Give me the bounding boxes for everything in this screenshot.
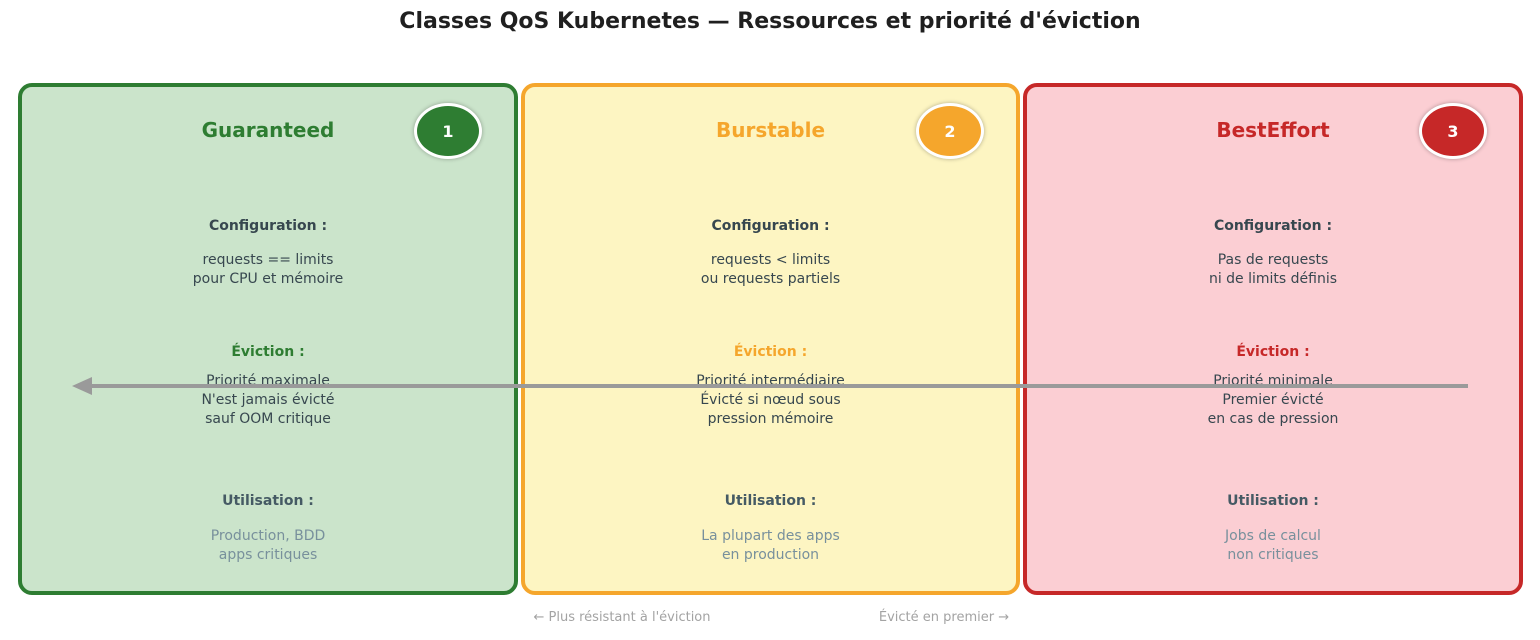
card-guaranteed-title: Guaranteed [201,118,335,142]
utilisation-line: non critiques [1227,547,1319,563]
eviction-line: en cas de pression [1207,411,1339,427]
eviction-line: Priorité intermédiaire [696,373,845,389]
utilisation-line: La plupart des apps [701,528,840,544]
utilisation-label: Utilisation : [1227,493,1319,509]
configuration-line: requests == limits [202,252,334,268]
card-besteffort-title: BestEffort [1216,118,1330,142]
utilisation-line: apps critiques [218,547,318,563]
utilisation-text: Jobs de calcul non critiques [1027,527,1519,565]
eviction-text: Priorité maximale N'est jamais évicté sa… [22,372,514,429]
priority-badge-1: 1 [414,103,482,159]
eviction-line: Priorité minimale [1213,373,1333,389]
configuration-line: ou requests partiels [700,271,841,287]
page-title: Classes QoS Kubernetes — Ressources et p… [399,9,1141,34]
eviction-line: Premier évicté [1222,392,1324,408]
configuration-line: ni de limits définis [1208,271,1338,287]
utilisation-text: Production, BDD apps critiques [22,527,514,565]
card-burstable: Burstable 2 Configuration : requests < l… [521,83,1020,595]
utilisation-line: Jobs de calcul [1225,528,1321,544]
arrow-left-icon [72,377,92,395]
configuration-label: Configuration : [711,218,830,234]
configuration-text: requests < limits ou requests partiels [525,251,1016,289]
eviction-priority-arrow-line [88,384,1468,388]
utilisation-label: Utilisation : [222,493,314,509]
eviction-label: Éviction : [1236,344,1310,360]
eviction-line: N'est jamais évicté [201,392,335,408]
eviction-label: Éviction : [733,344,808,360]
card-guaranteed: Guaranteed 1 Configuration : requests ==… [18,83,518,595]
eviction-line: Priorité maximale [206,373,330,389]
eviction-text: Priorité intermédiaire Évicté si nœud so… [525,372,1016,429]
configuration-label: Configuration : [208,218,328,234]
utilisation-line: en production [721,547,820,563]
utilisation-text: La plupart des apps en production [525,527,1016,565]
eviction-text: Priorité minimale Premier évicté en cas … [1027,372,1519,429]
eviction-line: Évicté si nœud sous [700,392,841,408]
configuration-line: requests < limits [710,252,831,268]
caption-resistant-eviction: ← Plus résistant à l'éviction [533,610,711,625]
eviction-label: Éviction : [231,344,305,360]
caption-evicted-first: Évicté en premier → [878,610,1010,625]
configuration-line: Pas de requests [1217,252,1329,268]
priority-badge-3: 3 [1419,103,1487,159]
card-burstable-title: Burstable [715,118,826,142]
utilisation-line: Production, BDD [210,528,326,544]
configuration-text: Pas de requests ni de limits définis [1027,251,1519,289]
priority-badge-2: 2 [916,103,984,159]
configuration-line: pour CPU et mémoire [192,271,344,287]
card-besteffort: BestEffort 3 Configuration : Pas de requ… [1023,83,1523,595]
utilisation-label: Utilisation : [724,493,817,509]
eviction-line: sauf OOM critique [205,411,331,427]
configuration-label: Configuration : [1213,218,1333,234]
configuration-text: requests == limits pour CPU et mémoire [22,251,514,289]
eviction-line: pression mémoire [707,411,834,427]
